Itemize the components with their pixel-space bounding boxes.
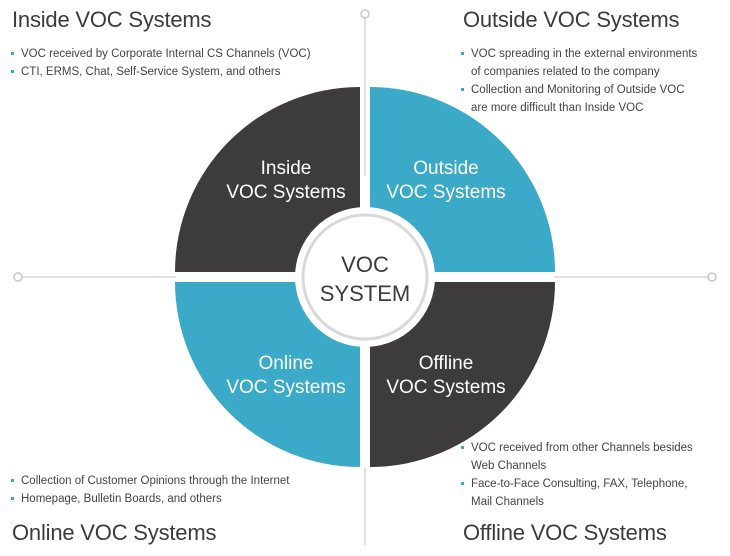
quadrant-online-label-line2: VOC Systems [226,377,345,398]
note-line: Mail Channels [471,496,544,508]
note-item: VOC spreading in the external environmen… [461,45,697,81]
notes-offline: VOC received from other Channels besides… [461,439,693,511]
quadrant-outside [370,87,555,272]
note-line: of companies related to the company [471,66,660,78]
note-item: Collection and Monitoring of Outside VOC… [461,81,697,117]
note-item: VOC received from other Channels besides… [461,439,693,475]
center-label-line1: VOC [341,252,389,277]
quadrant-inside [175,87,360,272]
quadrant-outside-label-line1: Outside [413,158,478,179]
note-line: VOC spreading in the external environmen… [471,48,698,60]
notes-online: Collection of Customer Opinions through … [11,472,289,508]
axis-end-top [360,9,370,19]
note-item: Face-to-Face Consulting, FAX, Telephone,… [461,475,693,511]
note-line: Collection and Monitoring of Outside VOC [471,84,685,96]
quadrant-outside-label-line2: VOC Systems [386,182,505,203]
quadrant-online [175,282,360,467]
heading-inside: Inside VOC Systems [12,7,212,32]
quadrant-offline-label-line1: Offline [419,353,474,374]
heading-offline: Offline VOC Systems [463,520,667,545]
axis-end-right [707,272,717,282]
note-item: VOC received by Corporate Internal CS Ch… [11,45,311,63]
quadrant-offline [370,282,555,467]
center-label-line2: SYSTEM [320,281,410,306]
center-circle-ring [301,213,429,341]
note-line: Web Channels [471,460,547,472]
quadrant-inside-label-line1: Inside [261,158,312,179]
quadrant-online-label-line1: Online [259,353,314,374]
notes-outside: VOC spreading in the external environmen… [461,45,697,117]
note-item: Homepage, Bulletin Boards, and others [11,490,289,508]
heading-outside: Outside VOC Systems [463,7,680,32]
notes-inside: VOC received by Corporate Internal CS Ch… [11,45,311,81]
note-line: are more difficult than Inside VOC [471,102,644,114]
note-line: Face-to-Face Consulting, FAX, Telephone, [471,478,688,490]
note-item: Collection of Customer Opinions through … [11,472,289,490]
heading-online: Online VOC Systems [12,520,217,545]
note-item: CTI, ERMS, Chat, Self-Service System, an… [11,63,311,81]
note-line: VOC received from other Channels besides [471,442,693,454]
quadrant-inside-label-line2: VOC Systems [226,182,345,203]
axis-end-left [13,272,23,282]
quadrant-offline-label-line2: VOC Systems [386,377,505,398]
